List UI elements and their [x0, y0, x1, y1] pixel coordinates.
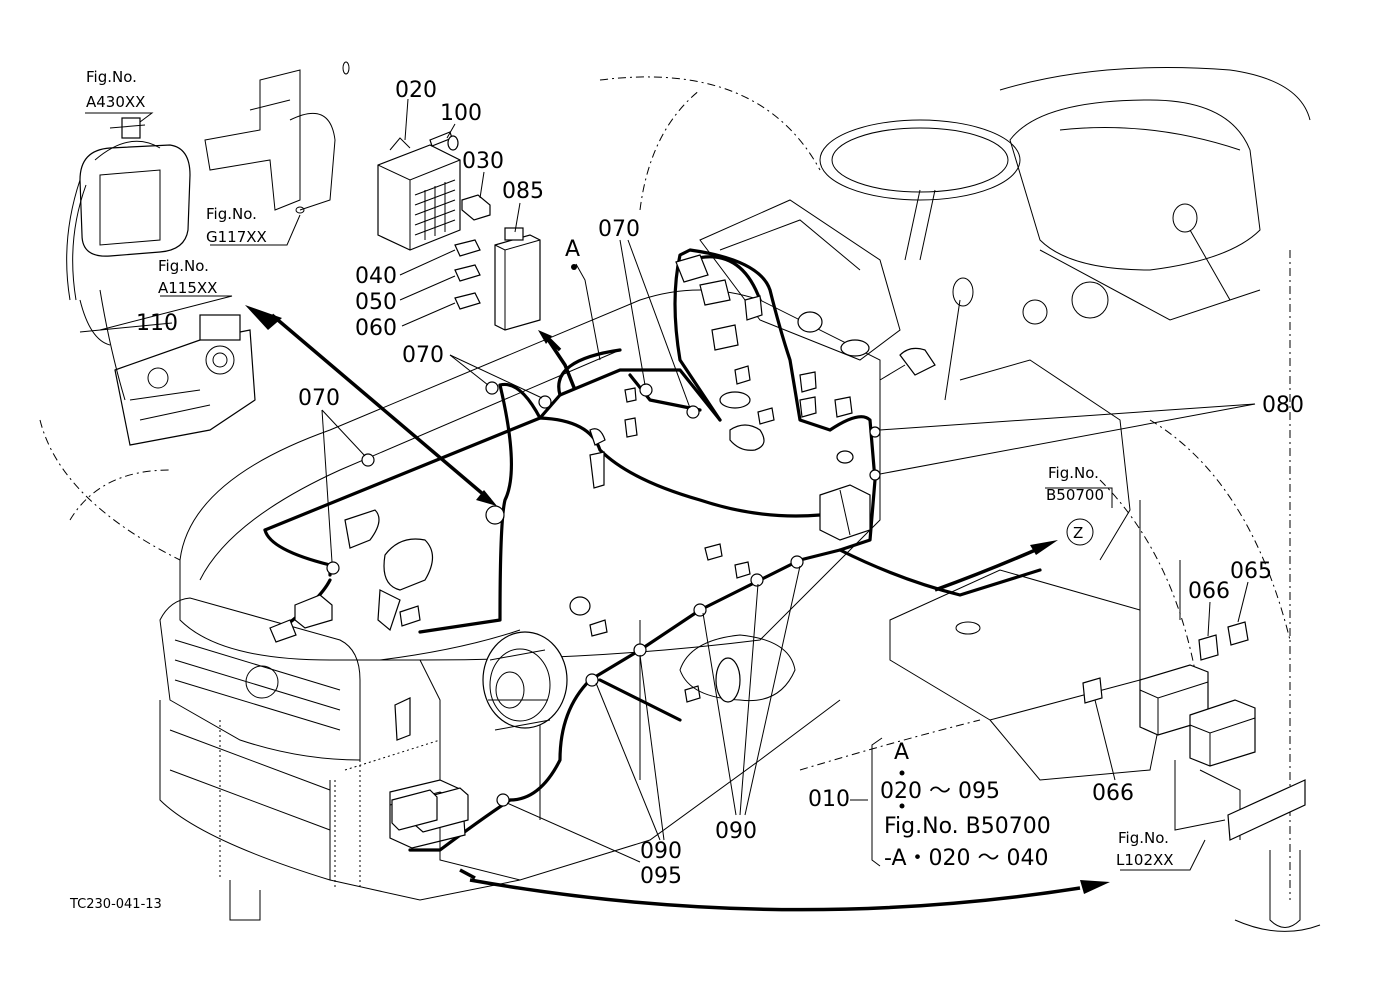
note-line-sub: -A・020 ～ 040	[884, 846, 1048, 871]
section-mark-z: Z	[1073, 524, 1083, 542]
callout-010: 010	[808, 787, 850, 812]
callout-110: 110	[136, 311, 178, 336]
callout-050: 050	[355, 290, 397, 315]
callout-066-bottom: 066	[1092, 781, 1134, 806]
starter-motor	[679, 634, 796, 703]
callout-060: 060	[355, 316, 397, 341]
figref-l102-line1: Fig.No.	[1118, 829, 1169, 847]
leader-lines	[79, 98, 1256, 871]
direction-arrows	[245, 305, 1110, 912]
alternator	[482, 596, 591, 731]
callout-labels: 020 100 030 085 040 050 060 070 070 070 …	[136, 78, 1304, 889]
callout-070-mid: 070	[402, 343, 444, 368]
section-mark-a: A	[565, 237, 580, 262]
note-line-range: 020 ～ 095	[880, 779, 1000, 804]
figref-g117-line2: G117XX	[206, 228, 267, 246]
note-line-a: A	[894, 740, 909, 765]
callout-070-top: 070	[598, 217, 640, 242]
harness-components	[269, 254, 936, 741]
note-block: A 020 ～ 095 Fig.No. B50700 -A・020 ～ 040	[880, 740, 1051, 871]
drawing-code: TC230-041-13	[69, 897, 162, 912]
callout-040: 040	[355, 264, 397, 289]
figref-a430-line2: A430XX	[86, 93, 145, 111]
harness-clips	[326, 381, 881, 807]
callout-090-right: 090	[715, 819, 757, 844]
callout-090-left: 090	[640, 839, 682, 864]
callout-095: 095	[640, 864, 682, 889]
main-wire-harness	[263, 248, 1042, 852]
callout-100: 100	[440, 101, 482, 126]
relays	[1082, 621, 1306, 841]
figref-g117-line1: Fig.No.	[206, 205, 257, 223]
callout-080: 080	[1262, 393, 1304, 418]
coolant-reservoir	[66, 117, 191, 301]
callout-070-left: 070	[298, 386, 340, 411]
engine-block-component	[79, 289, 256, 446]
callout-030: 030	[462, 149, 504, 174]
note-line-fig: Fig.No. B50700	[884, 814, 1051, 839]
figref-a430-line1: Fig.No.	[86, 68, 137, 86]
fuse-box	[377, 131, 541, 331]
figref-a115-line2: A115XX	[158, 279, 217, 297]
figref-b50700-line1: Fig.No.	[1048, 464, 1099, 482]
figure-references: Fig.No. A430XX Fig.No. G117XX Fig.No. A1…	[86, 68, 1174, 869]
callout-066-top: 066	[1188, 579, 1230, 604]
callout-065: 065	[1230, 559, 1272, 584]
figref-b50700-line2: B50700	[1046, 486, 1104, 504]
section-marks: A Z	[565, 237, 1094, 546]
figref-a115-line1: Fig.No.	[158, 257, 209, 275]
battery	[389, 779, 469, 849]
figref-l102-line2: L102XX	[1116, 851, 1174, 869]
callout-020: 020	[395, 78, 437, 103]
callout-085: 085	[502, 179, 544, 204]
